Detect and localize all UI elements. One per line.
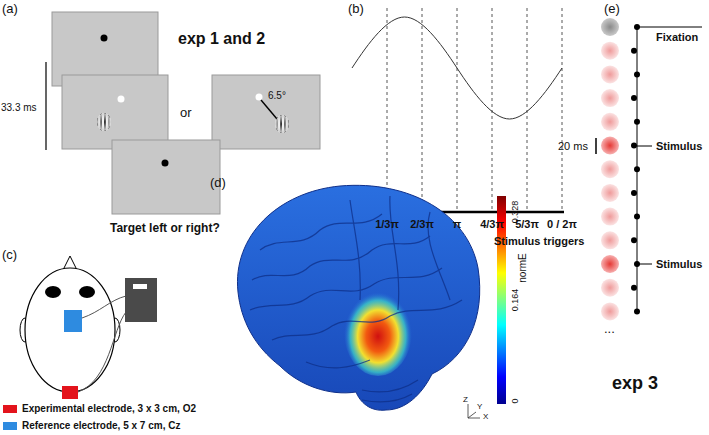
brain-model [237,185,479,410]
panel-label: (a) [2,2,18,16]
axis-title: Stimulus triggers [494,235,584,247]
head-montage [20,256,157,399]
colorbar-value: 0.328 [511,201,521,224]
phase-plot [352,8,564,212]
phase-tick: 1/3π [375,218,399,230]
event-label: Stimulus [656,140,702,152]
phase-tick: π [453,218,461,230]
colorbar-value: 0.164 [511,289,521,312]
colorbar-value: 0 [511,398,521,403]
panel-label: (d) [210,176,226,190]
axis-name: Y [477,403,482,412]
experiment-title: exp 3 [612,374,658,394]
legend-swatch [3,405,17,413]
duration-label: 33.3 ms [1,102,37,113]
phase-tick: 2/3π [410,218,434,230]
rsvp-sequence [596,18,702,320]
event-label: Stimulus [656,258,702,270]
axis-name: Z [463,396,468,405]
legend-swatch [3,422,17,430]
experiment-title: exp 1 and 2 [178,30,265,48]
panel-label: (b) [348,2,364,16]
ellipsis: ... [604,322,615,336]
phase-tick: 4/3π [480,218,504,230]
panel-label: (c) [2,248,17,262]
axis-name: X [483,413,488,422]
colorbar-title: normE [517,253,528,282]
panel-label: (e) [604,2,620,16]
event-label: Fixation [656,31,698,43]
duration-label: 20 ms [558,140,588,152]
legend-text: Reference electrode, 5 x 7 cm, Cz [22,420,180,431]
legend-text: Experimental electrode, 3 x 3 cm, O2 [22,403,196,414]
eccentricity-label: 6.5° [268,90,286,101]
screen-sequence [46,12,320,214]
phase-tick: 0 / 2π [547,218,577,230]
or-label: or [180,106,192,120]
task-question: Target left or right? [110,222,220,235]
